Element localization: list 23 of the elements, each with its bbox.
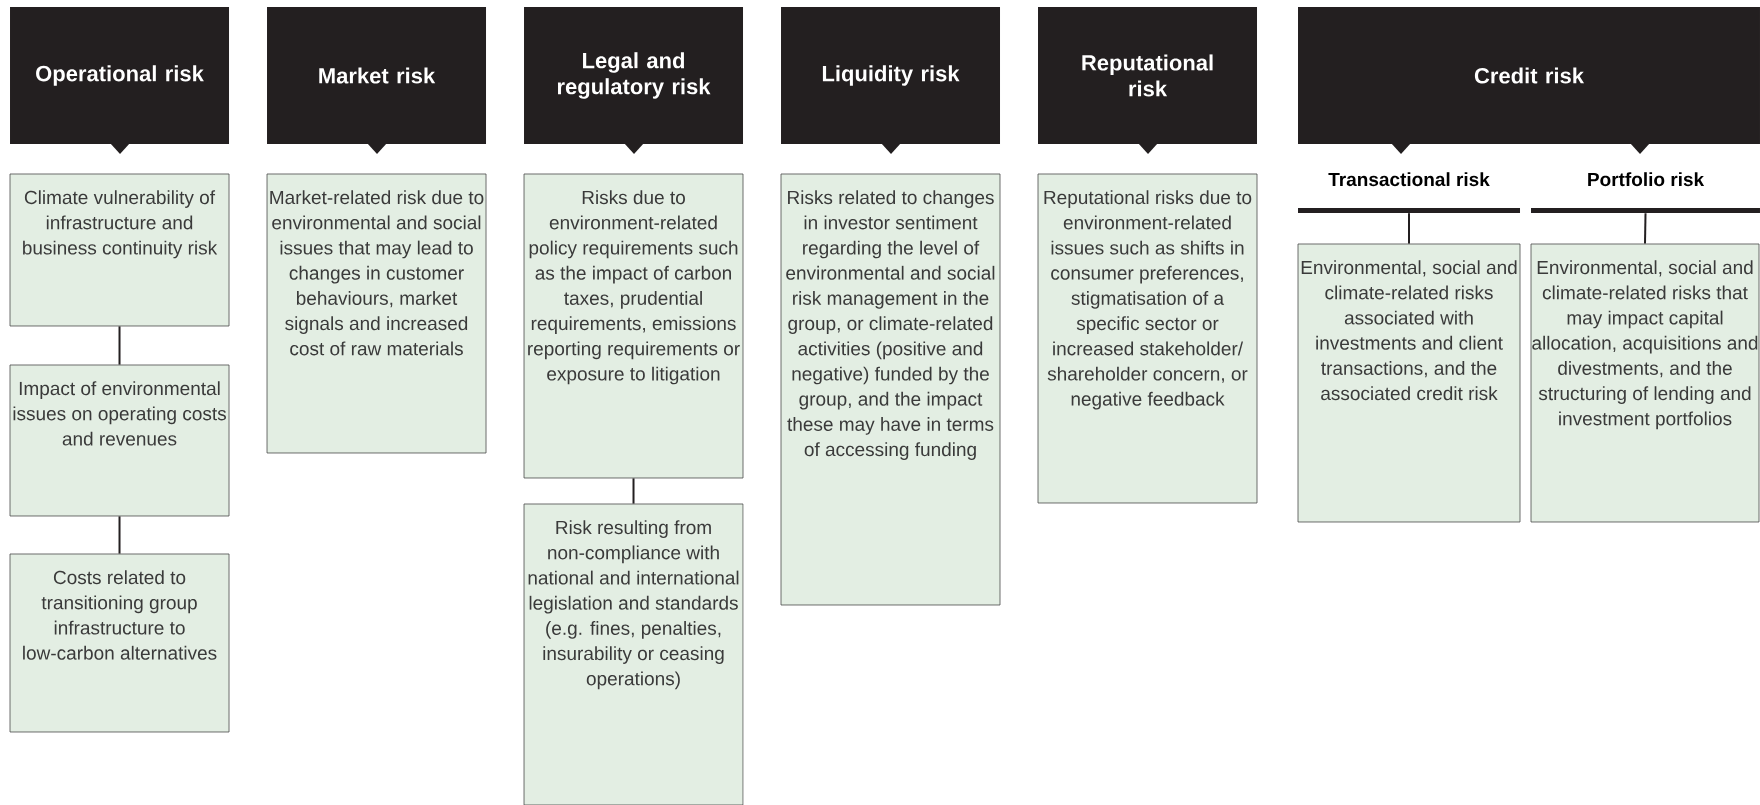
description-box: Impact of environmental issues on operating costs and revenues [9,364,230,517]
description-box: Costs related to transitioning group infrastructure to low-carbon alternatives [9,553,230,733]
description-box: Risk resulting from non-compliance with national and international legislation and standards (e.g. fines, penalties, insurability or ceasing operations) [523,503,744,805]
subheading: Transactional risk [1298,172,1520,213]
connector-line [1408,212,1410,245]
connector-line [118,325,121,366]
description-box: Reputational risks due to environment-related issues such as shifts in consumer preferences, stigmatisation of a specific sector or increased stakeholder/ shareholder concern, or negative feedback [1037,173,1258,504]
description-box: Market-related risk due to environmental and social issues that may lead to changes in customer behaviours, market signals and increased cost of raw materials [266,173,487,454]
description-box: Climate vulnerability of infrastructure and business continuity risk [9,173,230,327]
header-box: Reputational risk [1038,7,1257,154]
connector-line [632,477,635,505]
connector-line [118,515,121,555]
header-box: Market risk [267,7,486,154]
header-box: Credit risk [1298,7,1760,154]
header-box: Liquidity risk [781,7,1000,154]
description-box: Environmental, social and climate-related risks that may impact capital allocation, acquisitions and divestments, and the structuring of lending and investment portfolios [1530,243,1760,523]
header-box: Operational risk [10,7,229,154]
subheading: Portfolio risk [1531,172,1760,213]
connector-line [1644,212,1647,245]
description-box: Risks related to changes in investor sentiment regarding the level of environmental and social risk management in the group, or climate-related activities (positive and negative) funded by the group, and the impact these may have in terms of accessing funding [780,173,1001,606]
description-box: Risks due to environment-related policy requirements such as the impact of carbon taxes, prudential requirements, emissions reporting requirements or exposure to litigation [523,173,744,479]
description-box: Environmental, social and climate-related risks associated with investments and client transactions, and the associated credit risk [1297,243,1521,523]
header-box: Legal and regulatory risk [524,7,743,154]
